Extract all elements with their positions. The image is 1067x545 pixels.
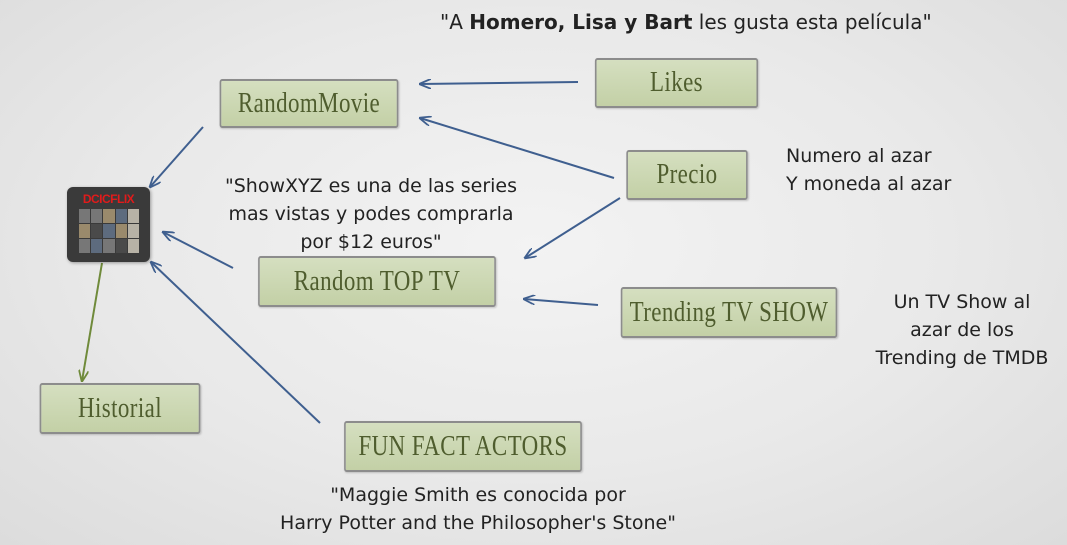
node-trending-tv-show-label: Trending TV SHOW (629, 296, 829, 328)
arrow-logo-to-historial (82, 262, 103, 381)
note-trending-line3: Trending de TMDB (875, 347, 1049, 369)
poster-grid-icon (79, 209, 139, 253)
node-random-movie[interactable]: RandomMovie (219, 79, 399, 128)
node-trending-tv-show[interactable]: Trending TV SHOW (620, 287, 838, 338)
node-historial-label: Historial (77, 392, 163, 424)
note-precio-line1: Numero al azar (786, 145, 932, 167)
note-likes: "A Homero, Lisa y Bart les gusta esta pe… (440, 8, 932, 36)
node-fun-fact-actors[interactable]: FUN FACT ACTORS (344, 421, 582, 472)
node-historial[interactable]: Historial (39, 383, 201, 434)
note-fun-fact-line2: Harry Potter and the Philosopher's Stone… (280, 512, 676, 534)
arrow-precio-to-randomtoptv (525, 197, 621, 258)
note-top-tv-line3: por $12 euros" (300, 231, 442, 253)
arrow-trending-to-randomtoptv (524, 299, 599, 306)
node-random-top-tv[interactable]: Random TOP TV (258, 256, 496, 307)
note-fun-fact-line1: "Maggie Smith es conocida por (330, 484, 626, 506)
arrow-randomtoptv-to-logo (163, 232, 234, 269)
dcicflix-logo[interactable]: DCICFLIX (67, 187, 150, 262)
node-random-movie-label: RandomMovie (237, 87, 381, 119)
node-precio[interactable]: Precio (626, 150, 748, 200)
note-trending-line1: Un TV Show al (893, 291, 1031, 313)
note-likes-prefix: "A (440, 10, 470, 34)
note-fun-fact: "Maggie Smith es conocida por Harry Pott… (248, 481, 708, 537)
note-top-tv-line2: mas vistas y podes comprarla (228, 203, 514, 225)
note-likes-names: Homero, Lisa y Bart (469, 10, 693, 34)
arrow-precio-to-randommovie (420, 118, 615, 179)
note-likes-suffix: les gusta esta película" (692, 10, 932, 34)
arrow-likes-to-randommovie (420, 82, 579, 84)
note-top-tv-line1: "ShowXYZ es una de las series (225, 175, 517, 197)
node-likes[interactable]: Likes (594, 58, 759, 108)
note-trending-line2: azar de los (910, 319, 1014, 341)
note-random-top-tv: "ShowXYZ es una de las series mas vistas… (208, 172, 534, 256)
node-likes-label: Likes (649, 67, 704, 98)
note-precio: Numero al azar Y moneda al azar (786, 142, 951, 198)
node-fun-fact-actors-label: FUN FACT ACTORS (358, 430, 568, 462)
node-random-top-tv-label: Random TOP TV (293, 265, 461, 297)
note-precio-line2: Y moneda al azar (786, 173, 952, 195)
node-precio-label: Precio (656, 159, 718, 190)
logo-text: DCICFLIX (82, 192, 135, 206)
arrow-randommovie-to-logo (150, 126, 204, 187)
note-trending: Un TV Show al azar de los Trending de TM… (862, 288, 1062, 372)
arrow-funfact-to-logo (151, 262, 321, 424)
